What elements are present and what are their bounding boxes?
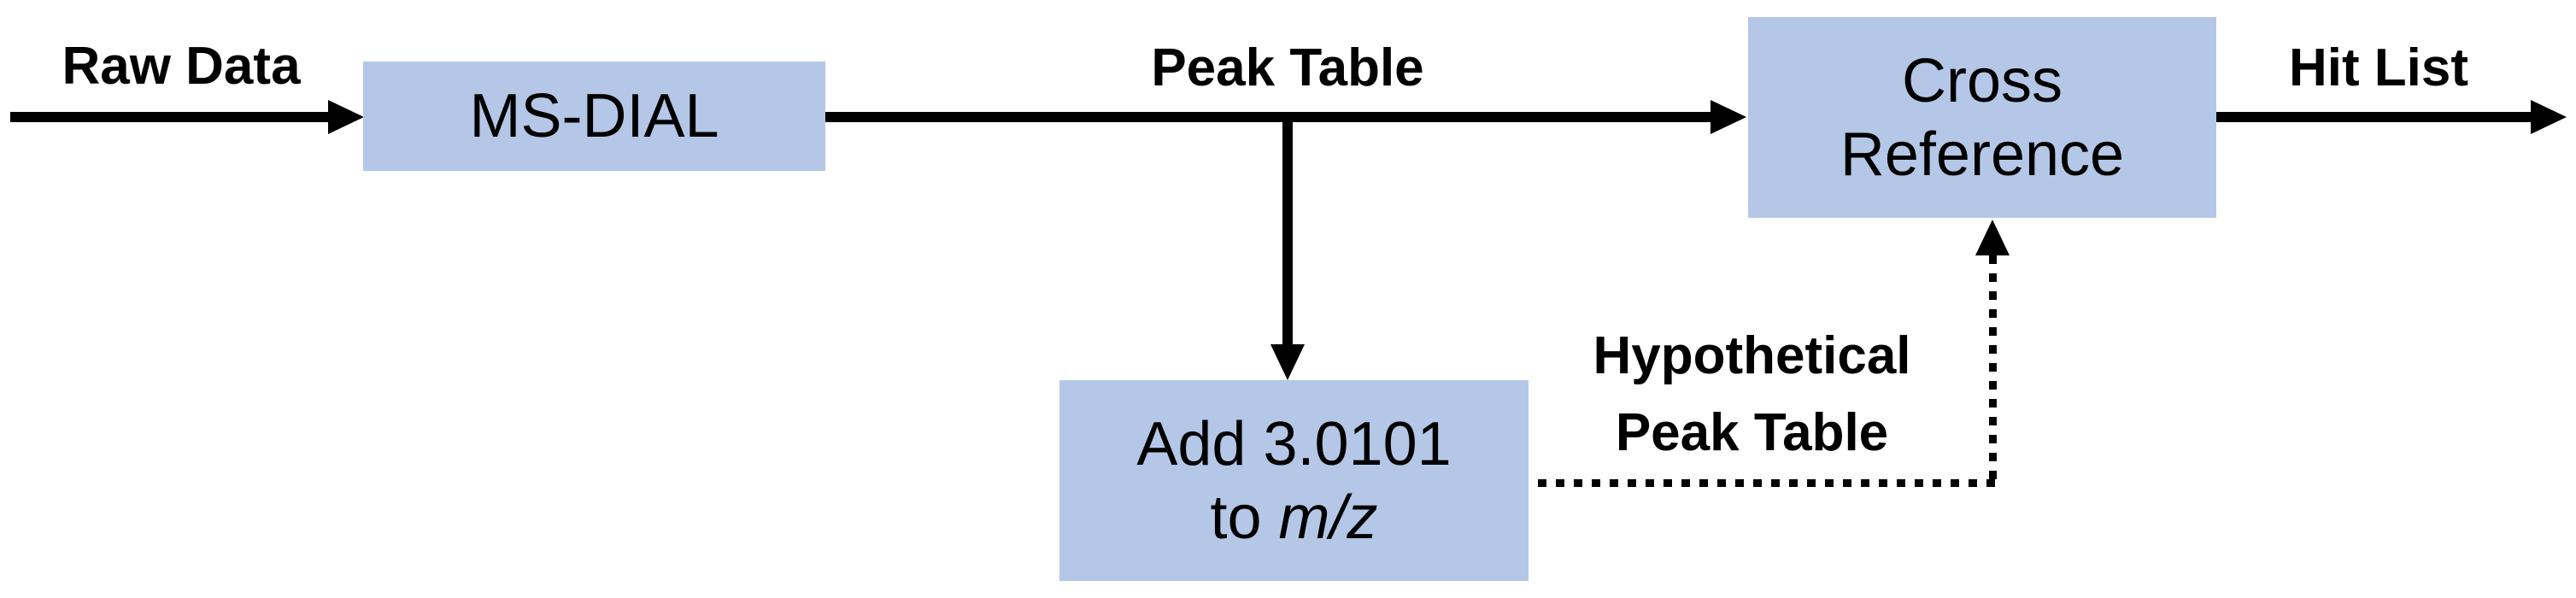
node-cross-reference: Cross Reference [1748, 17, 2216, 218]
hypothetical-label-line1: Hypothetical [1593, 326, 1911, 385]
peak-table-label: Peak Table [1151, 38, 1424, 97]
arrowhead-right-icon [2531, 100, 2567, 134]
arrowhead-up-icon [1975, 220, 2010, 255]
node-add-mz-line1: Add 3.0101 [1136, 409, 1452, 478]
hit-list-label: Hit List [2288, 38, 2469, 97]
arrowhead-right-icon [328, 100, 364, 134]
peak-table-arrow-line [825, 112, 1712, 122]
hypothetical-peak-table-label: Hypothetical Peak Table [1562, 318, 1942, 472]
raw-data-label: Raw Data [62, 37, 301, 96]
raw-data-arrow-line [10, 112, 330, 122]
node-add-mz-line2: to m/z [1210, 481, 1377, 554]
node-add-mz-line2-mz: m/z [1278, 483, 1378, 552]
node-cross-reference-line2: Reference [1840, 120, 2125, 189]
node-add-mz-line2-prefix: to [1210, 483, 1279, 552]
branch-down-arrow-line [1282, 117, 1293, 345]
arrowhead-down-icon [1270, 344, 1305, 380]
node-add-mz: Add 3.0101 to m/z [1059, 380, 1529, 581]
hypothetical-dotted-line-horizontal [1538, 479, 1997, 487]
node-msdial-label: MS-DIAL [469, 82, 719, 150]
node-msdial: MS-DIAL [363, 62, 825, 171]
arrowhead-right-icon [1710, 100, 1746, 134]
node-cross-reference-line1: Cross [1901, 46, 2063, 115]
hypothetical-dotted-line-vertical [1989, 255, 1997, 483]
hit-list-arrow-line [2216, 112, 2532, 122]
hypothetical-label-line2: Peak Table [1615, 403, 1889, 462]
